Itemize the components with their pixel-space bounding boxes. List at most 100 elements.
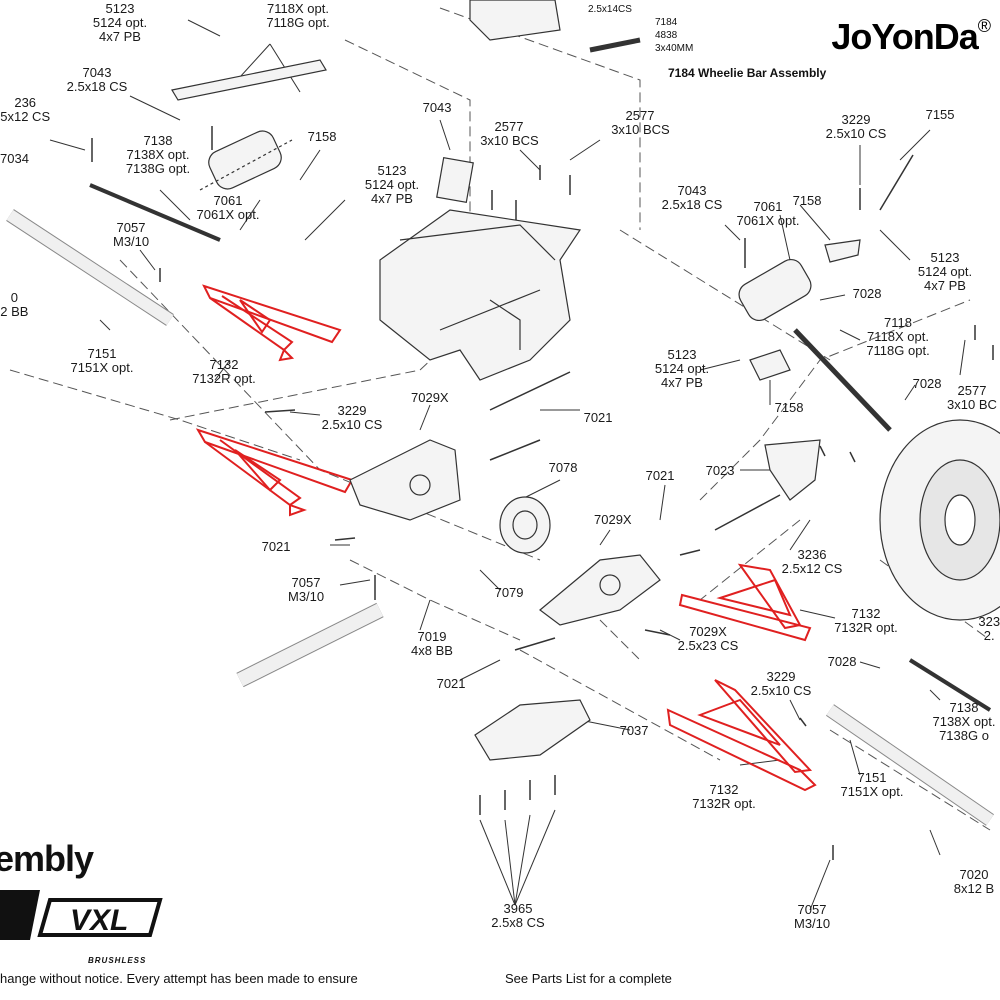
part-label-line: 7029X (411, 390, 449, 405)
pins-and-screws (91, 126, 994, 860)
part-label-7078: 7078 (549, 461, 578, 475)
part-label-line: 8x12 B (953, 881, 995, 896)
part-label-line: M3/10 (288, 589, 325, 604)
part-label-line: 4x7 PB (924, 278, 966, 293)
driveshaft-center (236, 602, 384, 688)
part-label-line: 7132 (209, 357, 239, 372)
part-label-line: 7021 (436, 676, 466, 691)
bracket-7023 (764, 439, 821, 501)
part-label-line: 7034 (0, 151, 29, 166)
part-label-line: 2577 (494, 119, 524, 134)
part-label-line: 236 (14, 95, 37, 110)
part-label-7021-bottom: 7021 (437, 677, 466, 691)
part-label-line: 2.5x10 CS (750, 683, 812, 698)
part-label-line: M3/10 (794, 916, 831, 931)
part-label-line: 2.5x10 CS (825, 126, 887, 141)
part-label-line: 7020 (959, 867, 989, 882)
part-label-line: 7061 (753, 199, 783, 214)
part-label-line: 7043 (82, 65, 112, 80)
tire-right (879, 419, 1000, 621)
shock-right (738, 258, 812, 322)
part-label-7158-left: 7158 (308, 130, 337, 144)
part-label-line: 5124 opt. (654, 361, 710, 376)
part-label-line: 7118 (884, 315, 912, 330)
part-label-7034: 7034 (0, 152, 29, 166)
driveshaft-right (826, 704, 994, 826)
part-label-line: 5123 (377, 163, 407, 178)
part-label-line: 7158 (307, 129, 337, 144)
part-label-line: 3x10 BCS (611, 122, 670, 137)
part-label-line: 7151X opt. (70, 360, 134, 375)
part-label-line: 2 BB (0, 304, 29, 319)
vxl-logo-text: VXL (70, 904, 128, 937)
footer-right-text: See Parts List for a complete (505, 971, 672, 986)
part-label-7118-top: 7118X opt.7118G opt. (262, 2, 334, 30)
part-label-line: 7138 (949, 700, 979, 715)
part-label-7021-top: 7021 (584, 411, 613, 425)
part-label-line: 7061 (213, 193, 243, 208)
part-label-line: 7028 (827, 654, 857, 669)
wheelie-bar-part-3: 3x40MM (655, 43, 694, 54)
gearbox-7029x-right (539, 554, 661, 626)
mount-7158-right (749, 239, 861, 381)
part-label-line: 7028 (852, 286, 882, 301)
vxl-logo-subtext: BRUSHLESS (88, 956, 147, 965)
part-label-line: 7057 (797, 902, 827, 917)
part-label-line: M3/10 (113, 234, 150, 249)
part-label-line: 7132R opt. (192, 371, 256, 386)
part-label-line: 7029X (594, 512, 632, 527)
part-label-line: 4x7 PB (371, 191, 413, 206)
part-label-line: 7132 (709, 782, 739, 797)
part-label-7079: 7079 (495, 586, 524, 600)
part-label-line: 4x7 PB (99, 29, 141, 44)
part-label-line: 4x7 PB (661, 375, 703, 390)
part-label-7028-upper: 7028 (853, 287, 882, 301)
part-label-line: 7028 (912, 376, 942, 391)
part-label-line: 7043 (677, 183, 707, 198)
part-label-line: 3236 (797, 547, 827, 562)
part-label-line: 3965 (503, 901, 533, 916)
gearbox-7029x-left (349, 439, 461, 521)
part-label-line: 7158 (774, 400, 804, 415)
part-label-line: 2. (983, 628, 995, 643)
wheelie-bar-part-1: 7184 (655, 17, 678, 28)
part-label-line: 7118G opt. (866, 343, 930, 358)
part-label-line: 5123 (105, 1, 135, 16)
part-label-line: 3x10 BCS (480, 133, 539, 148)
brand-logo: JoYonDa® (831, 16, 991, 58)
part-label-line: 7061X opt. (736, 213, 800, 228)
part-label-line: 4x8 BB (411, 643, 453, 658)
upper-link-left (171, 59, 327, 101)
turnbuckle-left (89, 183, 221, 242)
part-label-line: 7132R opt. (692, 796, 756, 811)
suspension-arms-highlighted (195, 284, 817, 792)
part-label-line: 7043 (422, 100, 452, 115)
part-label-line: 7019 (417, 629, 447, 644)
part-label-line: 2.5x18 CS (661, 197, 723, 212)
part-label-line: 7151 (87, 346, 117, 361)
part-label-line: 7029X (689, 624, 727, 639)
part-label-line: 2577 (957, 383, 987, 398)
link-7118-right (793, 328, 892, 432)
part-label-7021-mid: 7021 (646, 469, 675, 483)
part-label-7158-right-bottom: 7158 (775, 401, 804, 415)
part-label-7028-lower: 7028 (828, 655, 857, 669)
part-label-7023: 7023 (706, 464, 735, 478)
part-label-7028-mid: 7028 (913, 377, 942, 391)
part-label-7158-right-top: 7158 (793, 194, 822, 208)
